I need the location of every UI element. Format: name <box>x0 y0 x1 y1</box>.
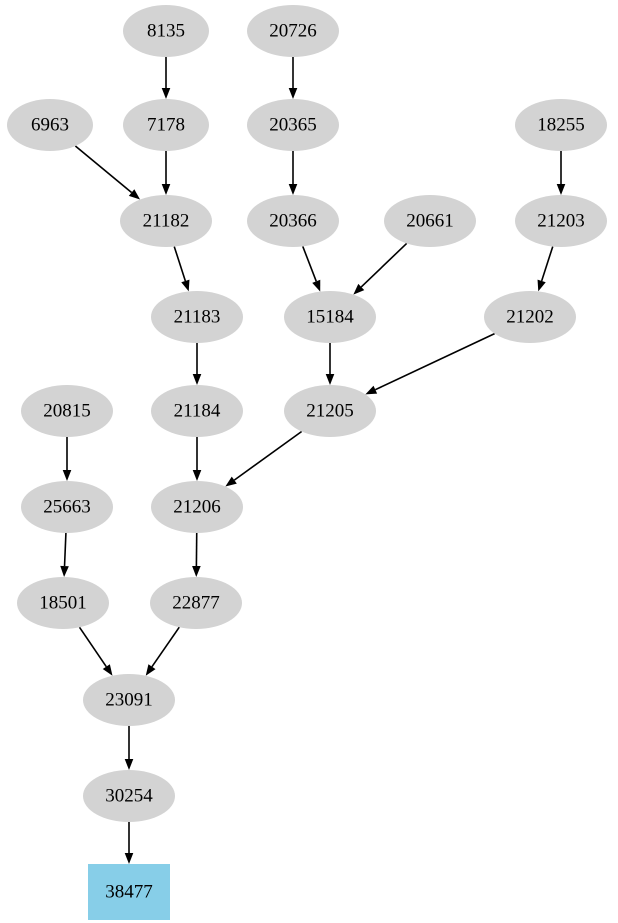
node-ellipse-shape[interactable] <box>151 481 243 533</box>
graph-edge-arrowhead <box>124 853 134 864</box>
node-ellipse-shape[interactable] <box>151 385 243 437</box>
graph-node[interactable]: 38477 <box>88 864 170 920</box>
graph-edge-arrowhead <box>537 279 546 292</box>
graph-edge-arrowhead <box>225 476 237 487</box>
node-ellipse-shape[interactable] <box>515 99 607 151</box>
graph-edge-arrowhead <box>192 470 202 481</box>
graph-edge <box>151 626 180 668</box>
graph-edge-arrowhead <box>181 279 190 292</box>
node-ellipse-shape[interactable] <box>284 385 376 437</box>
graph-edge-arrowhead <box>161 184 171 195</box>
graph-node[interactable]: 7178 <box>123 99 209 151</box>
graph-edge-arrowhead <box>192 565 201 577</box>
graph-edge-arrowhead <box>145 664 156 676</box>
graph-edge <box>233 430 303 481</box>
graph-node[interactable]: 15184 <box>284 291 376 343</box>
graph-edge-arrowhead <box>556 184 566 195</box>
graph-edge-arrowhead <box>312 279 321 292</box>
graph-edge-arrowhead <box>60 565 69 578</box>
graph-edge-arrowhead <box>192 374 202 385</box>
node-box-shape[interactable] <box>88 864 170 920</box>
graph-edge <box>302 246 317 282</box>
graph-node[interactable]: 25663 <box>21 481 113 533</box>
node-ellipse-shape[interactable] <box>21 385 113 437</box>
node-ellipse-shape[interactable] <box>120 195 212 247</box>
node-ellipse-shape[interactable] <box>151 291 243 343</box>
graph-node[interactable]: 18501 <box>17 577 109 629</box>
node-ellipse-shape[interactable] <box>384 195 476 247</box>
node-ellipse-shape[interactable] <box>83 674 175 726</box>
graph-edge <box>540 246 554 282</box>
node-ellipse-shape[interactable] <box>21 481 113 533</box>
graph-node[interactable]: 20815 <box>21 385 113 437</box>
graph-edge-arrowhead <box>288 184 298 195</box>
graph-node[interactable]: 30254 <box>83 770 175 822</box>
node-ellipse-shape[interactable] <box>150 577 242 629</box>
graph-node[interactable]: 23091 <box>83 674 175 726</box>
graph-edge <box>360 242 408 288</box>
node-ellipse-shape[interactable] <box>284 291 376 343</box>
node-ellipse-shape[interactable] <box>247 5 339 57</box>
graph-node[interactable]: 21202 <box>484 291 576 343</box>
node-ellipse-shape[interactable] <box>123 99 209 151</box>
graph-edge <box>374 332 495 391</box>
graph-node[interactable]: 21203 <box>515 195 607 247</box>
graph-node[interactable]: 20661 <box>384 195 476 247</box>
graph-node[interactable]: 21183 <box>151 291 243 343</box>
graph-edge <box>74 145 133 194</box>
graph-edge-arrowhead <box>161 88 171 99</box>
node-ellipse-shape[interactable] <box>7 99 93 151</box>
node-layer: 8135 20726 6963 7178 20365 18255 21182 20366 206… <box>7 5 607 920</box>
graph-node[interactable]: 20366 <box>247 195 339 247</box>
graph-edge <box>63 532 67 567</box>
graph-edge-arrowhead <box>128 189 141 200</box>
node-ellipse-shape[interactable] <box>247 99 339 151</box>
graph-edge-arrowhead <box>365 385 378 395</box>
graph-node[interactable]: 18255 <box>515 99 607 151</box>
graph-node[interactable]: 21182 <box>120 195 212 247</box>
node-ellipse-shape[interactable] <box>17 577 109 629</box>
graph-edge <box>173 246 187 282</box>
graph-node[interactable]: 20726 <box>247 5 339 57</box>
graph-node[interactable]: 20365 <box>247 99 339 151</box>
edge-layer <box>60 57 566 864</box>
graph-node[interactable]: 6963 <box>7 99 93 151</box>
graph-edge-arrowhead <box>325 374 335 385</box>
node-ellipse-shape[interactable] <box>515 195 607 247</box>
node-ellipse-shape[interactable] <box>484 291 576 343</box>
graph-node[interactable]: 21205 <box>284 385 376 437</box>
graph-edge-arrowhead <box>353 283 365 295</box>
node-ellipse-shape[interactable] <box>83 770 175 822</box>
node-ellipse-shape[interactable] <box>123 5 209 57</box>
graph-edge-arrowhead <box>288 88 298 99</box>
graph-node[interactable]: 21184 <box>151 385 243 437</box>
graph-edge-arrowhead <box>124 759 134 770</box>
node-ellipse-shape[interactable] <box>247 195 339 247</box>
graph-edge-arrowhead <box>62 470 72 481</box>
graph-node[interactable]: 8135 <box>123 5 209 57</box>
graph-edge <box>78 626 107 668</box>
graph-edge-arrowhead <box>102 664 113 676</box>
graph-node[interactable]: 21206 <box>151 481 243 533</box>
graph-node[interactable]: 22877 <box>150 577 242 629</box>
